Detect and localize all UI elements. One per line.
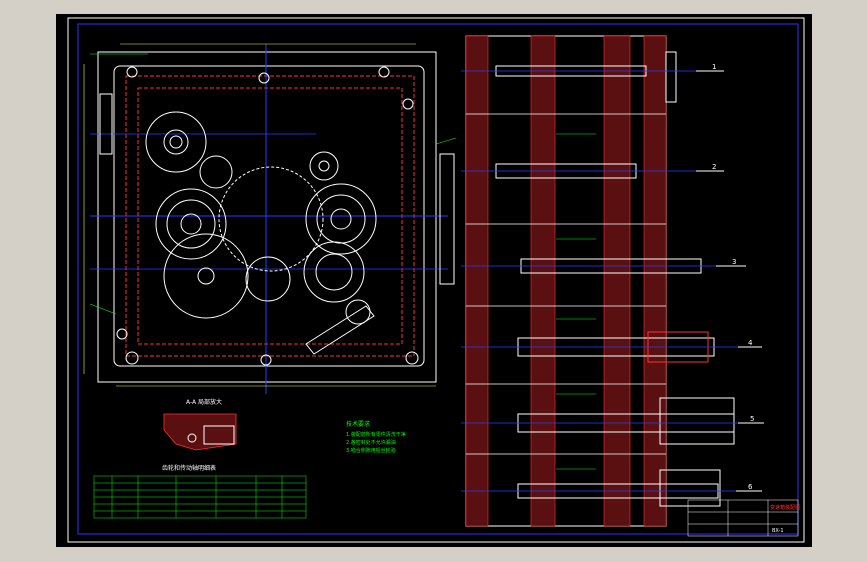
title-block-name: 变速箱装配图: [770, 504, 800, 511]
parts-table-title: 齿轮和传动轴明细表: [162, 464, 216, 472]
arrow-label-6: 6: [748, 483, 753, 491]
notes-title: 技术要求: [346, 420, 370, 428]
technical-notes: 技术要求 1.装配前所有零件清洗干净 2.各密封处不允许漏油 3.啮合侧隙用铅丝…: [346, 420, 406, 454]
detail-title: A-A 局部放大: [186, 398, 222, 406]
arrow-label-3: 3: [732, 258, 736, 266]
drawing-inner-border: [77, 23, 799, 535]
notes-line-1: 1.装配前所有零件清洗干净: [346, 431, 406, 438]
notes-line-2: 2.各密封处不允许漏油: [346, 439, 396, 446]
arrow-label-4: 4: [748, 339, 753, 347]
gearbox-section-view: [461, 35, 764, 527]
title-block: [687, 499, 799, 537]
cad-drawing-viewport[interactable]: 1 2 3 4 5 6 A-A 局部放大 技术要求 1.装配前所有零件清洗干净 …: [56, 14, 812, 547]
title-block-code: BX-1: [772, 528, 784, 534]
arrow-label-1: 1: [712, 63, 716, 71]
detail-view-a-a: [163, 413, 237, 451]
gearbox-front-view: [83, 43, 457, 394]
drawing-outer-frame: [67, 17, 805, 543]
arrow-label-5: 5: [750, 415, 754, 423]
arrow-label-2: 2: [712, 163, 716, 171]
notes-line-3: 3.啮合侧隙用铅丝检验: [346, 447, 396, 454]
parts-table: [93, 475, 307, 519]
cad-drawing-canvas: 1 2 3 4 5 6 A-A 局部放大 技术要求 1.装配前所有零件清洗干净 …: [67, 17, 805, 543]
